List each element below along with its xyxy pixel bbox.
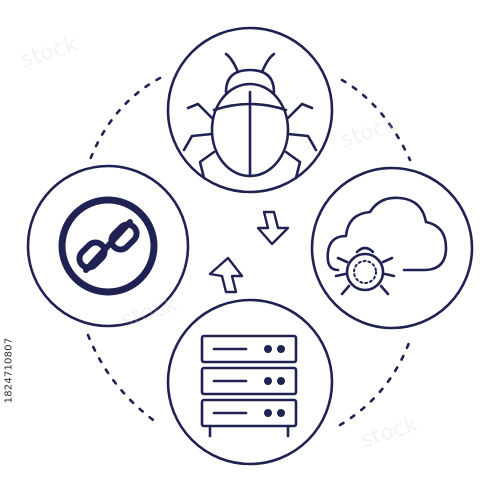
server-rack-icon xyxy=(200,334,298,438)
dashed-connector-bottom-right xyxy=(338,338,412,427)
bug-icon xyxy=(182,52,318,180)
dashed-connector-top-right xyxy=(340,78,412,162)
arrow-down-right-icon xyxy=(256,210,290,246)
stock-id-text: 1824710807 xyxy=(3,337,15,403)
arrow-up-left-icon xyxy=(208,256,244,294)
dashed-connector-bottom-left xyxy=(86,333,162,427)
circle-bottom xyxy=(166,298,334,466)
broken-link-icon xyxy=(58,196,158,296)
cloud-bug-icon xyxy=(326,196,448,296)
server-led-dots xyxy=(264,345,285,417)
stock-id-label: 1824710807 xyxy=(2,250,16,490)
circle-right xyxy=(310,166,474,330)
circle-top xyxy=(166,26,334,194)
circle-left xyxy=(26,164,190,328)
dashed-connector-top-left xyxy=(86,76,162,167)
